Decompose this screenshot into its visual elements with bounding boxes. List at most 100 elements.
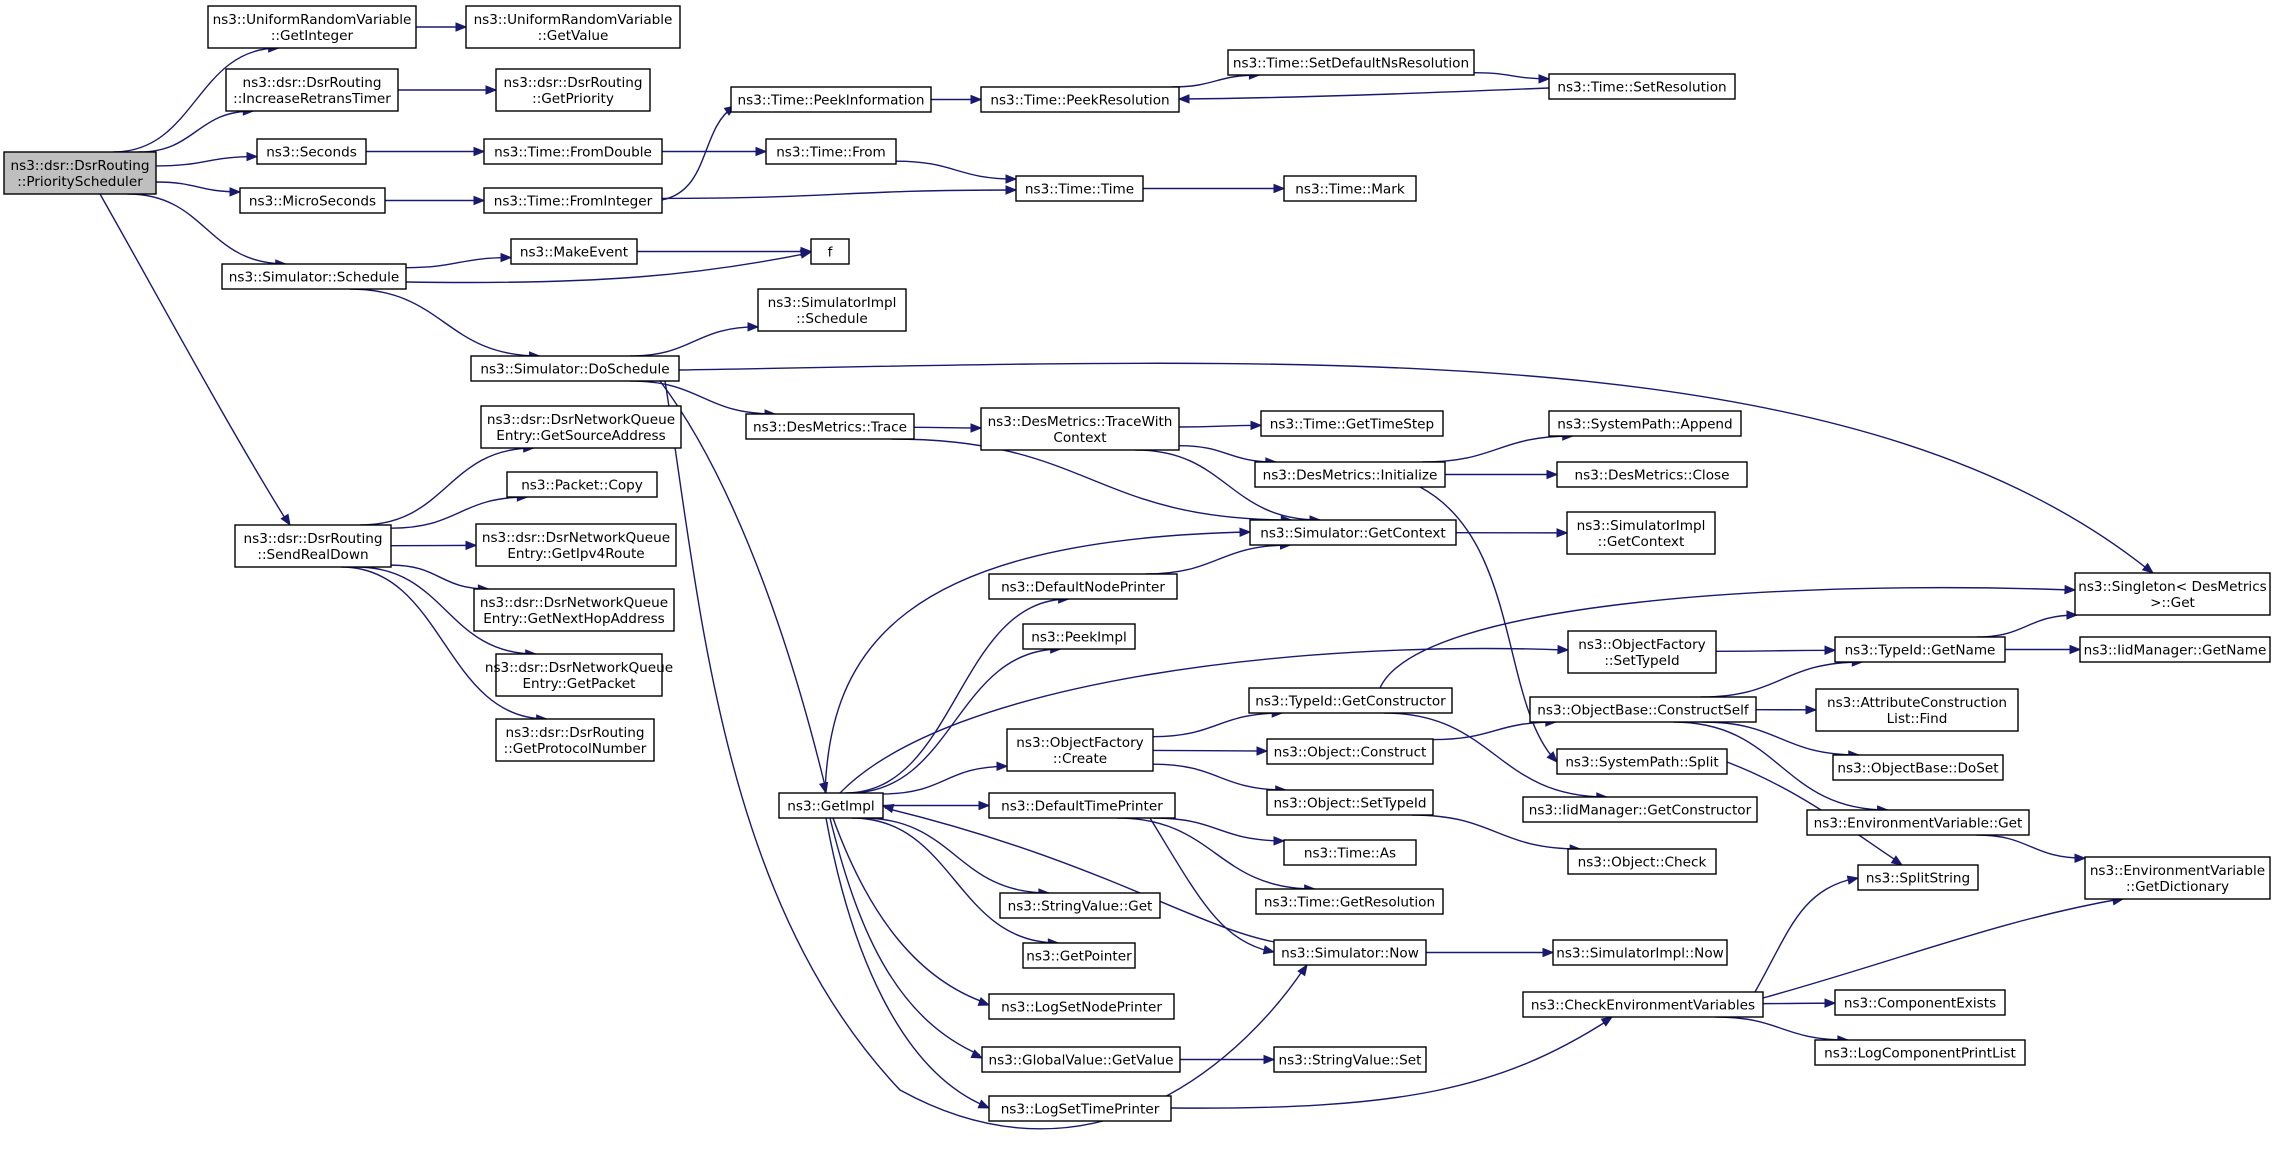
node-box[interactable] bbox=[1815, 688, 2019, 732]
node-getPointer[interactable]: ns3::GetPointer bbox=[1022, 942, 1136, 969]
node-timeFromInteger[interactable]: ns3::Time::FromInteger bbox=[483, 187, 663, 214]
node-getImpl[interactable]: ns3::GetImpl bbox=[778, 792, 884, 819]
node-box[interactable] bbox=[1255, 888, 1444, 915]
node-box[interactable] bbox=[988, 573, 1178, 600]
node-timePeekRes[interactable]: ns3::Time::PeekResolution bbox=[980, 86, 1180, 113]
node-getNextHop[interactable]: ns3::dsr::DsrNetworkQueueEntry::GetNextH… bbox=[473, 588, 675, 632]
node-box[interactable] bbox=[1283, 175, 1417, 202]
node-simDoSchedule[interactable]: ns3::Simulator::DoSchedule bbox=[470, 355, 680, 382]
node-box[interactable] bbox=[1248, 687, 1453, 714]
node-simImplSchedule[interactable]: ns3::SimulatorImpl::Schedule bbox=[757, 288, 907, 332]
node-simNow[interactable]: ns3::Simulator::Now bbox=[1273, 939, 1427, 966]
node-objBaseDoSet[interactable]: ns3::ObjectBase::DoSet bbox=[1832, 754, 2004, 781]
node-box[interactable] bbox=[1548, 410, 1742, 437]
node-box[interactable] bbox=[1552, 939, 1728, 966]
node-box[interactable] bbox=[1022, 623, 1136, 650]
node-box[interactable] bbox=[745, 413, 915, 440]
node-box[interactable] bbox=[506, 471, 658, 498]
node-box[interactable] bbox=[495, 68, 651, 112]
node-gvGetValue[interactable]: ns3::GlobalValue::GetValue bbox=[981, 1046, 1181, 1073]
node-box[interactable] bbox=[778, 792, 884, 819]
node-iidGetCtor[interactable]: ns3::IidManager::GetConstructor bbox=[1522, 796, 1758, 823]
node-box[interactable] bbox=[1522, 991, 1764, 1018]
node-box[interactable] bbox=[1566, 511, 1716, 555]
node-simImplGetContext[interactable]: ns3::SimulatorImpl::GetContext bbox=[1566, 511, 1716, 555]
node-ofSetTypeId[interactable]: ns3::ObjectFactory::SetTypeId bbox=[1567, 630, 1717, 674]
node-packetCopy[interactable]: ns3::Packet::Copy bbox=[506, 471, 658, 498]
node-envGet[interactable]: ns3::EnvironmentVariable::Get bbox=[1806, 809, 2030, 836]
node-defTimePrinter[interactable]: ns3::DefaultTimePrinter bbox=[988, 792, 1176, 819]
node-box[interactable] bbox=[225, 68, 399, 112]
node-microSeconds[interactable]: ns3::MicroSeconds bbox=[239, 187, 386, 214]
node-desClose[interactable]: ns3::DesMetrics::Close bbox=[1556, 461, 1748, 488]
node-box[interactable] bbox=[480, 405, 682, 449]
node-urvGetInteger[interactable]: ns3::UniformRandomVariable::GetInteger bbox=[207, 5, 417, 49]
node-timeGetRes[interactable]: ns3::Time::GetResolution bbox=[1255, 888, 1444, 915]
node-incRetrans[interactable]: ns3::dsr::DsrRouting::IncreaseRetransTim… bbox=[225, 68, 399, 112]
node-simSchedule[interactable]: ns3::Simulator::Schedule bbox=[221, 263, 407, 290]
node-timeGetTimeStep[interactable]: ns3::Time::GetTimeStep bbox=[1260, 410, 1444, 437]
node-box[interactable] bbox=[1567, 848, 1717, 875]
node-stringValueSet[interactable]: ns3::StringValue::Set bbox=[1273, 1046, 1427, 1073]
node-objConstruct[interactable]: ns3::Object::Construct bbox=[1266, 738, 1434, 765]
node-timeFromDouble[interactable]: ns3::Time::FromDouble bbox=[483, 138, 663, 165]
node-box[interactable] bbox=[981, 1046, 1181, 1073]
node-box[interactable] bbox=[999, 892, 1161, 919]
node-box[interactable] bbox=[483, 138, 663, 165]
node-typeIdGetCtor[interactable]: ns3::TypeId::GetConstructor bbox=[1248, 687, 1453, 714]
node-timeMark[interactable]: ns3::Time::Mark bbox=[1283, 175, 1417, 202]
node-box[interactable] bbox=[1814, 1039, 2026, 1066]
node-box[interactable] bbox=[1834, 636, 2006, 663]
node-timeSetRes[interactable]: ns3::Time::SetResolution bbox=[1548, 73, 1736, 100]
node-box[interactable] bbox=[1273, 939, 1427, 966]
node-box[interactable] bbox=[495, 653, 663, 697]
node-seconds[interactable]: ns3::Seconds bbox=[256, 138, 367, 165]
node-box[interactable] bbox=[2084, 856, 2271, 900]
node-box[interactable] bbox=[1556, 461, 1748, 488]
node-box[interactable] bbox=[1254, 461, 1446, 488]
node-box[interactable] bbox=[473, 588, 675, 632]
node-box[interactable] bbox=[256, 138, 367, 165]
node-box[interactable] bbox=[3, 151, 157, 195]
node-box[interactable] bbox=[475, 523, 677, 567]
node-sendRealDown[interactable]: ns3::dsr::DsrRouting::SendRealDown bbox=[234, 524, 392, 568]
node-box[interactable] bbox=[988, 1095, 1172, 1122]
node-box[interactable] bbox=[465, 5, 681, 49]
node-desInit[interactable]: ns3::DesMetrics::Initialize bbox=[1254, 461, 1446, 488]
node-box[interactable] bbox=[1015, 175, 1144, 202]
node-box[interactable] bbox=[1227, 49, 1475, 76]
node-typeIdGetName[interactable]: ns3::TypeId::GetName bbox=[1834, 636, 2006, 663]
node-box[interactable] bbox=[730, 86, 932, 113]
node-box[interactable] bbox=[1832, 754, 2004, 781]
node-simImplNow[interactable]: ns3::SimulatorImpl::Now bbox=[1552, 939, 1728, 966]
node-ofCreate[interactable]: ns3::ObjectFactory::Create bbox=[1006, 728, 1154, 772]
node-box[interactable] bbox=[810, 238, 850, 265]
node-box[interactable] bbox=[2074, 572, 2271, 616]
node-getIpv4Route[interactable]: ns3::dsr::DsrNetworkQueueEntry::GetIpv4R… bbox=[475, 523, 677, 567]
node-box[interactable] bbox=[1260, 410, 1444, 437]
node-box[interactable] bbox=[1266, 789, 1434, 816]
node-box[interactable] bbox=[1266, 738, 1434, 765]
node-box[interactable] bbox=[2079, 636, 2271, 663]
node-box[interactable] bbox=[1283, 839, 1417, 866]
node-logCompPrintList[interactable]: ns3::LogComponentPrintList bbox=[1814, 1039, 2026, 1066]
node-box[interactable] bbox=[1556, 748, 1728, 775]
node-envGetDict[interactable]: ns3::EnvironmentVariable::GetDictionary bbox=[2084, 856, 2271, 900]
node-getPacket[interactable]: ns3::dsr::DsrNetworkQueueEntry::GetPacke… bbox=[485, 653, 673, 697]
node-box[interactable] bbox=[1006, 728, 1154, 772]
node-stringValueGet[interactable]: ns3::StringValue::Get bbox=[999, 892, 1161, 919]
node-timeAs[interactable]: ns3::Time::As bbox=[1283, 839, 1417, 866]
node-simGetContext[interactable]: ns3::Simulator::GetContext bbox=[1249, 519, 1457, 546]
node-desTrace[interactable]: ns3::DesMetrics::Trace bbox=[745, 413, 915, 440]
node-box[interactable] bbox=[221, 263, 407, 290]
node-box[interactable] bbox=[1806, 809, 2030, 836]
node-objCheck[interactable]: ns3::Object::Check bbox=[1567, 848, 1717, 875]
node-box[interactable] bbox=[1548, 73, 1736, 100]
node-timeFrom[interactable]: ns3::Time::From bbox=[765, 138, 897, 165]
node-makeEvent[interactable]: ns3::MakeEvent bbox=[510, 238, 638, 265]
node-iidGetName[interactable]: ns3::IidManager::GetName bbox=[2079, 636, 2271, 663]
node-box[interactable] bbox=[495, 718, 655, 762]
node-urvGetValue[interactable]: ns3::UniformRandomVariable::GetValue bbox=[465, 5, 681, 49]
